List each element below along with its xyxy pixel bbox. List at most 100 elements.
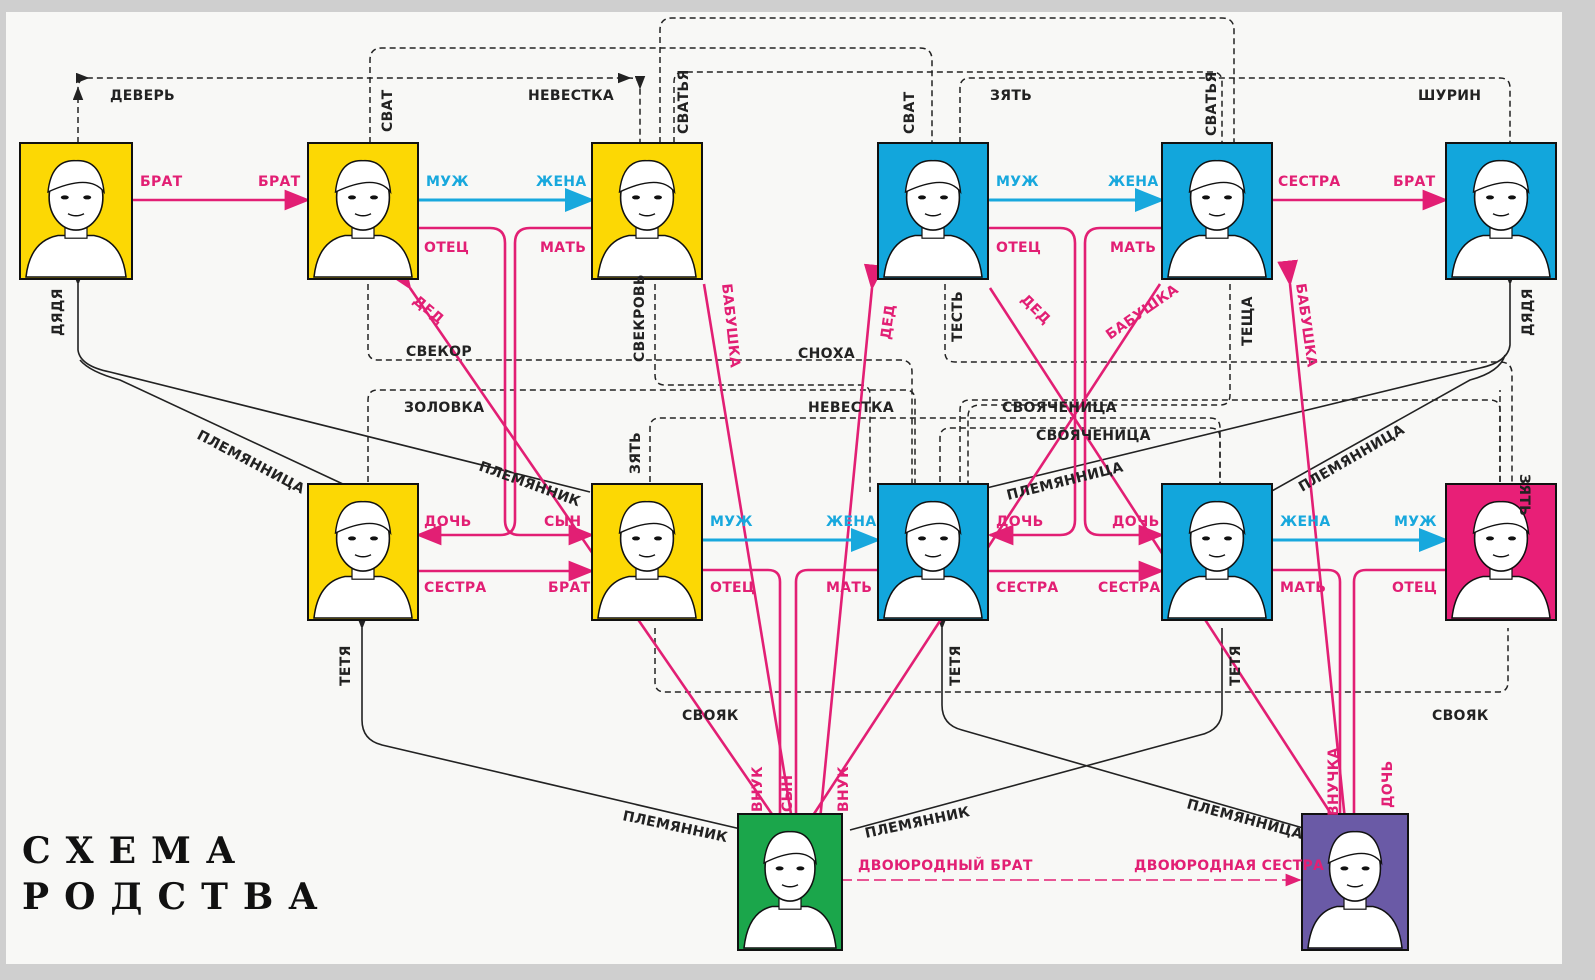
- label-dvoyurodnaya-sestra: ДВОЮРОДНАЯ СЕСТРА: [1134, 858, 1324, 874]
- portrait-eye: [1508, 536, 1516, 541]
- portrait-shoulders: [1167, 575, 1267, 619]
- portrait-mouth: [1208, 213, 1226, 217]
- label-plemyannik-mid: ПЛЕМЯННИК: [477, 459, 583, 511]
- portrait-maternal-grandfather: [877, 142, 989, 280]
- portrait-paternal-grandmother: [591, 142, 703, 280]
- line-tetya-left: [356, 615, 746, 831]
- label-svat-1: СВАТ: [380, 89, 396, 132]
- portrait-uncle-paternal: [19, 142, 133, 280]
- label-tetya-right: ТЕТЯ: [1228, 645, 1244, 686]
- portrait-mouth: [924, 554, 942, 558]
- label-muzh-1: МУЖ: [426, 174, 469, 190]
- portrait-eye: [1486, 195, 1494, 200]
- portrait-uncle-maternal: [1445, 142, 1557, 280]
- label-brat-1: БРАТ: [140, 174, 183, 190]
- line-mat-left: [415, 217, 616, 546]
- label-zolovka: ЗОЛОВКА: [404, 400, 484, 416]
- label-zyat-left: ЗЯТЬ: [628, 432, 644, 474]
- label-svoyachenica-2: СВОЯЧЕНИЦА: [1036, 428, 1151, 444]
- portrait-hair: [1472, 159, 1530, 195]
- portrait-mouth: [638, 554, 656, 558]
- label-svatya-2: СВАТЬЯ: [1204, 71, 1220, 136]
- label-sestra-mid-3: СЕСТРА: [1098, 580, 1161, 596]
- label-dyadya-left: ДЯДЯ: [50, 288, 66, 336]
- marriage-lines: [391, 188, 1449, 552]
- line-babushka-right2: [1277, 259, 1347, 821]
- label-svat-2: СВАТ: [902, 91, 918, 134]
- label-muzh-3: МУЖ: [710, 514, 753, 530]
- portrait-shoulders: [1451, 234, 1551, 278]
- diagram-title: СХЕМА РОДСТВА: [22, 828, 333, 920]
- portrait-shoulders: [313, 234, 413, 278]
- line-babushka-left: [702, 283, 794, 821]
- label-svatya-1: СВАТЬЯ: [676, 69, 692, 134]
- label-teshcha: ТЕЩА: [1240, 296, 1256, 346]
- portrait-hair: [763, 830, 817, 866]
- portrait-eye: [370, 536, 378, 541]
- portrait-eye: [1202, 536, 1210, 541]
- portrait-shoulders: [25, 234, 127, 278]
- portrait-hair: [904, 159, 962, 195]
- label-plemyannica-left: ПЛЕМЯННИЦА: [194, 427, 307, 497]
- label-ded-right: ДЕД: [878, 303, 899, 340]
- portrait-hair: [618, 159, 676, 195]
- portrait-mouth: [638, 213, 656, 217]
- portrait-shoulders: [1307, 905, 1403, 949]
- line-dyadya-left: [72, 271, 591, 493]
- label-plemyannik-right: ПЛЕМЯННИК: [864, 804, 972, 842]
- line-dyadya-right: [969, 271, 1516, 493]
- portrait-eye: [940, 536, 948, 541]
- title-line-2: РОДСТВА: [22, 876, 333, 918]
- portrait-eye: [1224, 195, 1232, 200]
- label-tetya-left: ТЕТЯ: [338, 645, 354, 686]
- portrait-mouth: [1492, 554, 1510, 558]
- portrait-hair: [1188, 159, 1246, 195]
- portrait-mouth: [1492, 213, 1510, 217]
- portrait-shoulders: [883, 234, 983, 278]
- portrait-eye: [1361, 866, 1370, 871]
- label-otec-3: ОТЕЦ: [710, 580, 755, 596]
- portrait-shoulders: [313, 575, 413, 619]
- portrait-shoulders: [597, 575, 697, 619]
- line-svatya-top: [659, 17, 1235, 143]
- label-otec-2: ОТЕЦ: [996, 240, 1041, 256]
- portrait-eye: [940, 195, 948, 200]
- portrait-eye: [775, 866, 784, 871]
- inlaw-dashed-lines: [72, 17, 1513, 693]
- portrait-hair: [618, 500, 676, 536]
- label-svoyachenica-1: СВОЯЧЕНИЦА: [1002, 400, 1117, 416]
- portrait-paternal-grandfather: [307, 142, 419, 280]
- line-svatya-inner: [673, 71, 1223, 143]
- line-svoyak: [654, 628, 1509, 693]
- portrait-shoulders: [597, 234, 697, 278]
- line-svekrov: [654, 284, 871, 492]
- portrait-eye: [632, 536, 640, 541]
- label-zhena-4: ЖЕНА: [1280, 514, 1330, 530]
- line-otec-son: [676, 559, 782, 820]
- label-muzh-4: МУЖ: [1394, 514, 1437, 530]
- label-vnuchka: ВНУЧКА: [1326, 747, 1342, 816]
- label-babushka-right: БАБУШКА: [1103, 282, 1182, 344]
- portrait-aunt-husband: [1445, 483, 1557, 621]
- label-svoyak-right: СВОЯК: [1432, 708, 1489, 724]
- label-doch-bottom: ДОЧЬ: [1380, 760, 1396, 808]
- label-plemyannica-right: ПЛЕМЯННИЦА: [1296, 422, 1408, 496]
- portrait-mother: [877, 483, 989, 621]
- label-tetya-mid: ТЕТЯ: [948, 645, 964, 686]
- line-tetya-right: [936, 615, 1311, 831]
- label-shurin: ШУРИН: [1418, 88, 1481, 104]
- portrait-eye: [918, 195, 926, 200]
- label-doch-2: ДОЧЬ: [996, 514, 1044, 530]
- label-brat-3: БРАТ: [1393, 174, 1436, 190]
- line-svoyachenica: [959, 399, 1501, 492]
- portrait-shoulders: [1167, 234, 1267, 278]
- label-sestra-top: СЕСТРА: [1278, 174, 1341, 190]
- portrait-eye: [632, 195, 640, 200]
- label-mat-3: МАТЬ: [826, 580, 872, 596]
- line-plemyannica-left: [79, 359, 361, 493]
- label-svekor: СВЕКОР: [406, 344, 472, 360]
- portrait-hair: [1188, 500, 1246, 536]
- line-otec-right: [966, 217, 1077, 546]
- portraits: [19, 142, 1557, 951]
